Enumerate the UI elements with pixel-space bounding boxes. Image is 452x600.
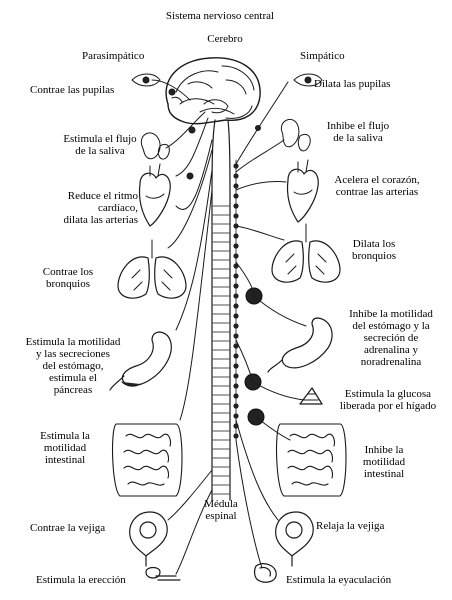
prevertebral-ganglia xyxy=(244,287,265,426)
chain-ganglion xyxy=(233,403,239,409)
symp-effect-pupils: Dilata las pupilas xyxy=(314,78,391,90)
heart-right-icon xyxy=(286,159,319,223)
intestines-right-icon xyxy=(276,423,347,497)
chain-ganglion xyxy=(233,293,239,299)
symp-effect-bronchi: Dilata los bronquios xyxy=(352,238,396,262)
symp-effect-glucose: Estimula la glucosa liberada por el híga… xyxy=(339,388,437,412)
genitals-left-icon xyxy=(145,566,181,581)
liver-icon xyxy=(299,387,323,405)
spinal-cord-label: Médula espinal xyxy=(204,498,238,522)
chain-ganglion xyxy=(233,203,239,209)
brain xyxy=(165,57,261,125)
stomach-right-icon xyxy=(267,317,333,373)
chain-ganglion xyxy=(233,333,239,339)
genitals-right-icon xyxy=(253,563,277,583)
brain-label: Cerebro xyxy=(207,33,243,45)
chain-ganglion xyxy=(233,313,239,319)
para-effect-stomach: Estimula la motilidad y las secreciones … xyxy=(25,336,121,396)
parasympathetic-nerves xyxy=(151,79,213,575)
chain-ganglion xyxy=(233,193,239,199)
parasympathetic-header: Parasimpático xyxy=(82,50,145,62)
eye-right-icon xyxy=(293,73,323,87)
chain-ganglion xyxy=(233,433,239,439)
intestines-left-icon xyxy=(112,423,183,497)
heart-left-icon xyxy=(138,163,171,227)
bladder-right-icon xyxy=(275,511,314,567)
bladder-left-icon xyxy=(129,511,168,567)
sympathetic-ganglia xyxy=(233,163,239,439)
chain-ganglion xyxy=(233,303,239,309)
eye-left-icon xyxy=(131,73,161,87)
diagram-title: Sistema nervioso central xyxy=(165,10,275,22)
para-effect-pupils: Contrae las pupilas xyxy=(30,84,115,96)
para-effect-bladder: Contrae la vejiga xyxy=(30,522,106,534)
chain-ganglion xyxy=(233,353,239,359)
sympathetic-nerves xyxy=(235,81,307,569)
lungs-left-icon xyxy=(117,239,187,299)
chain-ganglion xyxy=(233,213,239,219)
para-effect-bronchi: Contrae los bronquios xyxy=(42,266,94,290)
chain-ganglion xyxy=(233,393,239,399)
chain-ganglion xyxy=(233,323,239,329)
chain-ganglion xyxy=(233,183,239,189)
stomach-left-icon xyxy=(109,331,172,391)
salivary-gland-right-icon xyxy=(280,118,311,152)
salivary-gland-left-icon xyxy=(140,132,170,160)
chain-ganglion xyxy=(233,373,239,379)
para-effect-erection: Estimula la erección xyxy=(36,574,126,586)
chain-ganglion xyxy=(233,273,239,279)
chain-ganglion xyxy=(233,253,239,259)
para-effect-heart: Reduce el ritmo cardíaco, dilata las art… xyxy=(63,190,138,226)
symp-effect-ejaculation: Estimula la eyaculación xyxy=(286,574,392,586)
symp-effect-intestine: Inhibe la motilidad intestinal xyxy=(362,444,406,480)
chain-ganglion xyxy=(233,173,239,179)
para-effect-saliva: Estimula el flujo de la saliva xyxy=(63,133,137,157)
chain-ganglion xyxy=(233,163,239,169)
chain-ganglion xyxy=(233,383,239,389)
symp-effect-stomach: Inhibe la motilidad del estómago y la se… xyxy=(349,308,433,368)
chain-ganglion xyxy=(233,233,239,239)
symp-effect-saliva: Inhibe el flujo de la saliva xyxy=(326,120,390,144)
para-effect-intestine: Estimula la motilidad intestinal xyxy=(40,430,90,466)
symp-effect-heart: Acelera el corazón, contrae las arterias xyxy=(334,174,420,198)
sympathetic-header: Simpático xyxy=(300,50,345,62)
chain-ganglion xyxy=(233,413,239,419)
chain-ganglion xyxy=(233,363,239,369)
chain-ganglion xyxy=(233,263,239,269)
lungs-right-icon xyxy=(271,223,341,283)
symp-effect-bladder: Relaja la vejiga xyxy=(316,520,385,532)
chain-ganglion xyxy=(233,243,239,249)
chain-ganglion xyxy=(233,343,239,349)
spinal-cord xyxy=(211,119,231,501)
chain-ganglion xyxy=(233,283,239,289)
